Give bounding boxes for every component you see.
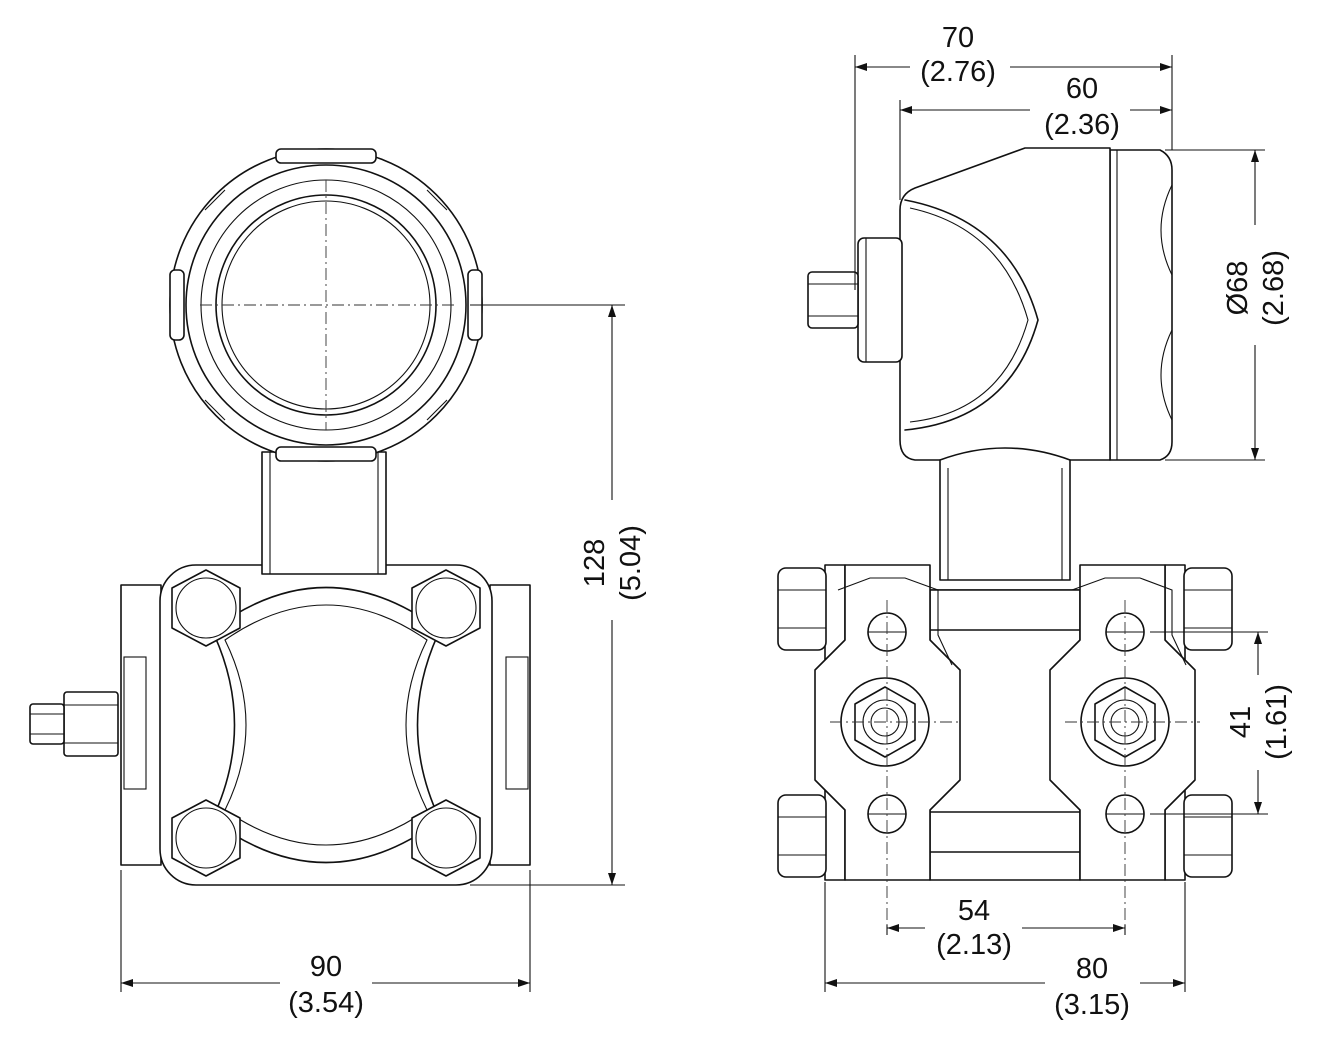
front-bolts	[171, 569, 481, 877]
dim-height-inch: (5.04)	[615, 525, 647, 601]
side-view	[777, 147, 1233, 925]
front-neck	[261, 451, 387, 575]
dim-depth-housing-value: 60	[1066, 73, 1098, 105]
dim-width-front-inch: (3.54)	[288, 987, 364, 1019]
dimension-lines	[120, 55, 1268, 992]
front-view	[29, 148, 531, 886]
dim-width-front-value: 90	[310, 951, 342, 983]
dimension-labels: 90 (3.54) 128 (5.04) 70 (2.76) 60 (2.36)…	[288, 22, 1293, 1021]
dim-housing-diameter-inch: (2.68)	[1258, 250, 1290, 326]
dim-depth-housing-inch: (2.36)	[1044, 109, 1120, 141]
dim-port-horizontal-inch: (2.13)	[936, 929, 1012, 961]
dim-port-horizontal-value: 54	[958, 895, 990, 927]
vent-plug-icon	[29, 691, 119, 757]
dim-height-value: 128	[579, 539, 611, 587]
side-neck	[939, 447, 1071, 581]
side-housing	[899, 147, 1111, 461]
dim-width-side-value: 80	[1076, 953, 1108, 985]
cable-gland-icon	[807, 237, 903, 363]
side-bolts	[777, 567, 1233, 878]
dim-depth-overall-inch: (2.76)	[920, 56, 996, 88]
dim-port-vertical-inch: (1.61)	[1261, 684, 1293, 760]
dim-width-side-inch: (3.15)	[1054, 989, 1130, 1021]
dim-port-vertical-value: 41	[1225, 706, 1257, 738]
side-housing-cover	[1109, 149, 1173, 461]
dim-depth-overall-value: 70	[942, 22, 974, 54]
front-flange-left	[120, 584, 162, 866]
front-flange-right	[489, 584, 531, 866]
dim-housing-diameter-value: Ø68	[1222, 261, 1254, 316]
